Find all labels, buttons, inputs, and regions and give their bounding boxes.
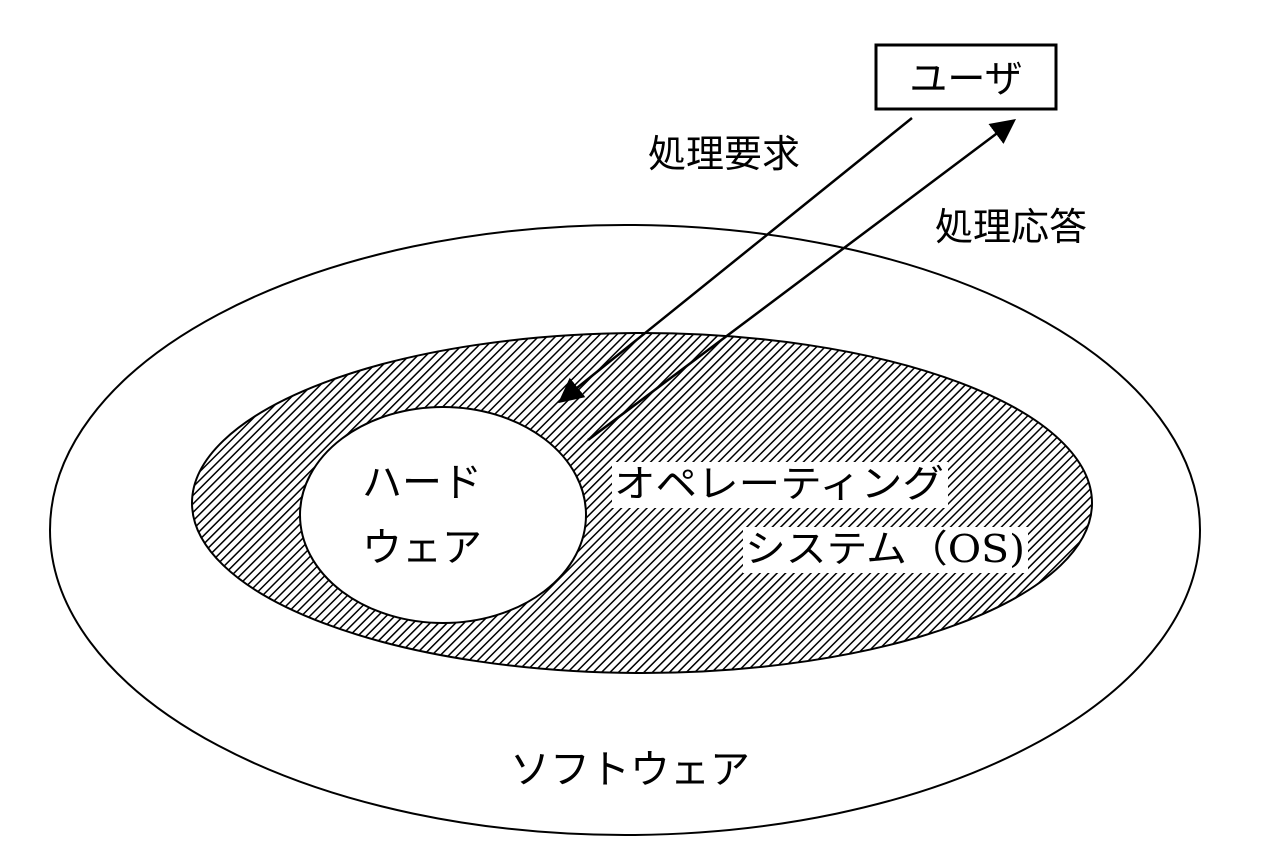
os-label-background-2 [743, 527, 1028, 573]
os-label-background-1 [612, 462, 948, 508]
software-label: ソフトウェア [510, 747, 750, 793]
response-arrow [587, 119, 1016, 441]
os-label-line1: オペレーティング [614, 462, 944, 506]
hardware-label-line1: ハード [362, 460, 482, 506]
hardware-label-line2: ウェア [362, 525, 482, 571]
user-label: ユーザ [909, 57, 1022, 101]
user-box [874, 43, 1058, 111]
request-arrow [558, 117, 913, 404]
response-label: 処理応答 [935, 205, 1087, 249]
hardware-ellipse [299, 406, 587, 624]
request-label: 処理要求 [648, 132, 800, 176]
os-label-line2: システム（OS) [745, 527, 1025, 571]
